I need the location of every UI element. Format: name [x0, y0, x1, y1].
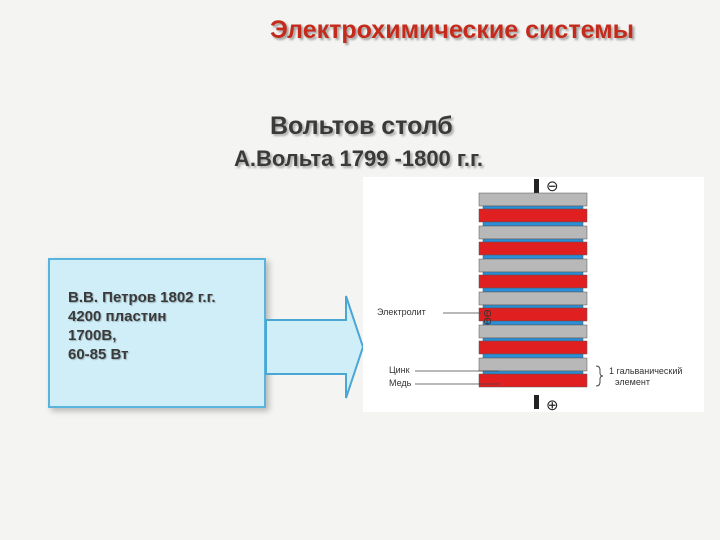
copper-plate: [478, 307, 588, 322]
bottom-terminal-rod: [534, 395, 539, 409]
copper-plate: [478, 274, 588, 289]
heading-volta-pile: Вольтов столб: [270, 112, 453, 140]
electrolyte-layer: [482, 271, 584, 276]
pile-drawing: [415, 179, 604, 409]
arrow-right-icon: [265, 295, 364, 399]
cell-label-line-1: 1 гальванический: [609, 366, 683, 376]
electrolyte-layer: [482, 287, 584, 293]
zinc-plate: [478, 225, 588, 240]
info-line-1: В.В. Петров 1802 г.г.: [68, 289, 216, 306]
plus-terminal-icon: ⊕: [546, 397, 559, 414]
copper-plate: [478, 241, 588, 256]
copper-plate: [478, 208, 588, 223]
electrolyte-layer: [482, 238, 584, 243]
electrolyte-layer: [482, 353, 584, 359]
electrolyte-layer: [482, 304, 584, 309]
electrolyte-layer: [482, 221, 584, 227]
zinc-plate: [478, 291, 588, 306]
info-line-2: 4200 пластин: [68, 308, 167, 325]
copper-label: Медь: [389, 378, 412, 388]
slide-title: Электрохимические системы: [270, 16, 634, 44]
copper-plate: [478, 340, 588, 355]
electrolyte-layer: [482, 320, 584, 326]
petrov-info-text: В.В. Петров 1802 г.г. 4200 пластин 1700В…: [68, 288, 216, 364]
electrolyte-layer: [482, 370, 584, 375]
zinc-plate: [478, 258, 588, 273]
cell-label-line-2: элемент: [615, 377, 650, 387]
cell-brace: [595, 365, 604, 387]
minus-terminal-icon: ⊖: [546, 178, 559, 195]
info-line-4: 60-85 Вт: [68, 346, 129, 363]
zinc-plate: [478, 324, 588, 339]
petrov-info-box: В.В. Петров 1802 г.г. 4200 пластин 1700В…: [48, 258, 266, 408]
electrolyte-layer: [482, 254, 584, 260]
heading-volta-dates: А.Вольта 1799 -1800 г.г.: [234, 146, 484, 171]
side-mark: ӨӨ: [483, 309, 494, 325]
electrolyte-layer: [482, 337, 584, 342]
electrolyte-label: Электролит: [377, 307, 426, 317]
volta-pile-diagram: ⊖ ⊕ ӨӨ Электролит Цинк Медь 1 гальваниче…: [363, 177, 704, 414]
info-line-3: 1700В,: [68, 327, 117, 344]
copper-plate: [478, 373, 588, 388]
top-terminal-rod: [534, 179, 539, 193]
zinc-plate: [478, 192, 588, 207]
zinc-label: Цинк: [389, 365, 410, 375]
pile-layers: [478, 192, 588, 388]
electrolyte-layer: [482, 205, 584, 210]
zinc-plate: [478, 357, 588, 372]
